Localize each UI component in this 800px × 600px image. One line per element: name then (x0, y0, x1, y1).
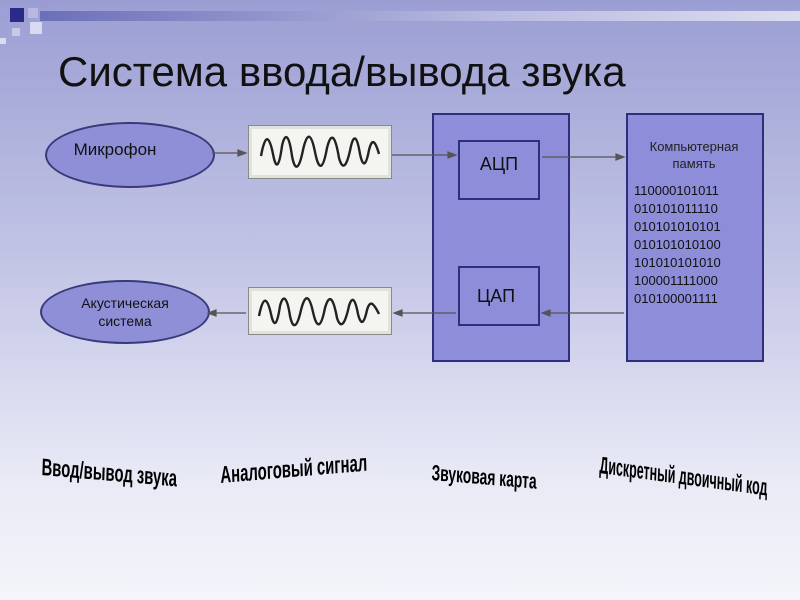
bit-row: 101010101010 (634, 255, 721, 270)
decor-square (30, 22, 42, 34)
decor-square (0, 38, 6, 44)
header-bar (40, 11, 800, 21)
decor-square (28, 8, 38, 18)
decor-square (12, 28, 20, 36)
decor-square (10, 8, 24, 22)
analog-wave-input (248, 125, 392, 179)
memory-bits: 110000101011 010101011110 010101010101 0… (634, 182, 721, 308)
bit-row: 010101010100 (634, 237, 721, 252)
decor-square (40, 0, 48, 8)
adc-box: АЦП (458, 140, 540, 200)
bit-row: 100001111000 (634, 273, 718, 288)
dac-box: ЦАП (458, 266, 540, 326)
bit-row: 010101011110 (634, 201, 718, 216)
memory-block (626, 113, 764, 362)
microphone-node: Микрофон (45, 122, 215, 188)
slide-title: Система ввода/вывода звука (58, 48, 626, 95)
dac-label: ЦАП (476, 286, 516, 306)
bit-row: 010101010101 (634, 219, 721, 234)
bit-row: 110000101011 (634, 183, 719, 198)
bit-row: 010100001111 (634, 291, 718, 306)
memory-title: Компьютерная память (649, 139, 739, 171)
speaker-label: Акустическая система (81, 295, 169, 329)
microphone-label: Микрофон (73, 140, 157, 159)
adc-label: АЦП (479, 154, 519, 174)
analog-wave-output (248, 287, 392, 335)
